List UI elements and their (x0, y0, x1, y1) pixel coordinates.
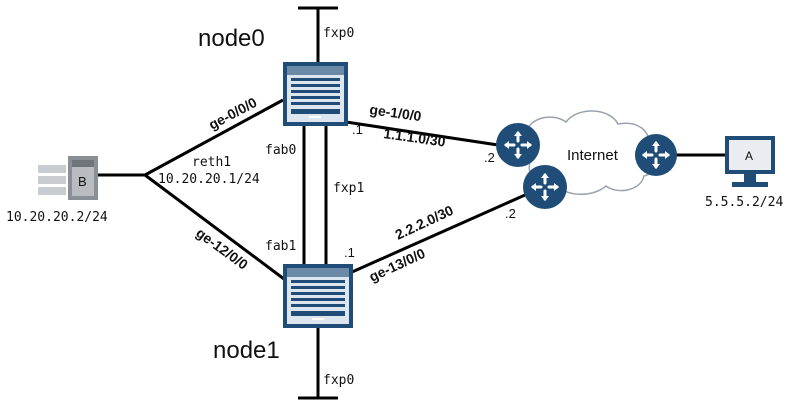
router-right (635, 134, 677, 176)
net-2-label: 2.2.2.0/30 (393, 202, 456, 243)
fab1-label: fab1 (265, 239, 296, 254)
firewall-chassis-node0 (283, 62, 348, 126)
node0-title: node0 (198, 25, 265, 52)
host-a-ip-label: 5.5.5.2/24 (705, 195, 783, 210)
firewall-chassis-node1 (283, 264, 353, 328)
reth1-name-label: reth1 (192, 155, 231, 170)
node1-title: node1 (213, 337, 280, 364)
ge-1-0-0-label: ge-1/0/0 (369, 101, 423, 124)
host-b-letter: B (78, 174, 87, 189)
fxp0-bottom-label: fxp0 (323, 373, 354, 388)
fxp0-top-label: fxp0 (323, 26, 354, 41)
link-ge-0-0-0 (144, 98, 284, 177)
dot1-top-label: .1 (352, 122, 363, 137)
fab0-label: fab0 (265, 143, 296, 158)
links (98, 6, 725, 400)
reth1-ip-label: 10.20.20.1/24 (158, 172, 260, 187)
host-b-ip-label: 10.20.20.2/24 (6, 210, 108, 225)
dot2-top-label: .2 (484, 150, 495, 165)
link-ge-1-0-0 (345, 120, 499, 147)
link-ge-12-0-0 (144, 173, 289, 284)
link-ge-13-0-0 (351, 193, 526, 274)
monitor-icon (725, 136, 775, 187)
host-a-letter: A (745, 149, 753, 163)
server-icon (38, 156, 98, 200)
dot2-bottom-label: .2 (505, 206, 516, 221)
router-bottom (523, 165, 567, 209)
dot1-bottom-label: .1 (344, 245, 355, 260)
fxp1-label: fxp1 (333, 181, 364, 196)
net-1-label: 1.1.1.0/30 (383, 125, 447, 150)
router-top (496, 123, 540, 167)
internet-label: Internet (567, 147, 619, 164)
